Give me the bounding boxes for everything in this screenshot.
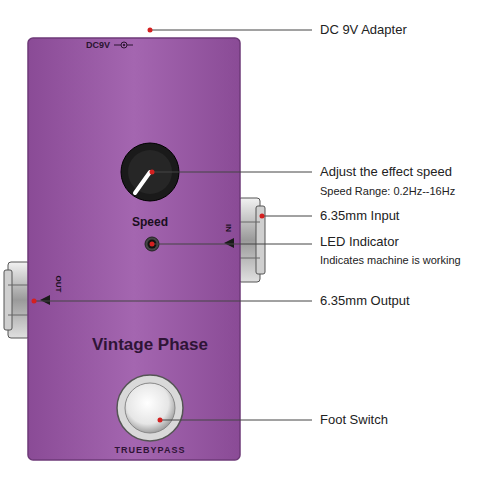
callout-label: DC 9V Adapter [320,23,407,38]
product-name: Vintage Phase [92,335,208,355]
output-arrow [40,295,50,305]
input-arrow [224,238,234,248]
input-jack [238,198,265,282]
callout-label: 6.35mm Output [320,294,410,309]
bypass-label: TRUEBYPASS [115,445,186,455]
jack-label: IN [223,224,232,232]
pedal-body [28,38,240,460]
knob-label: Speed [132,216,168,230]
foot-switch [117,375,183,441]
callout-label: Foot Switch [320,413,388,428]
jack-label: OUT [53,276,62,293]
power-label: DC9V [86,40,110,50]
pedal-face: DC9V SpeedIN OUT Vintage PhaseTRUEBYPASS [28,38,240,460]
callout-label: LED Indicator [320,235,399,250]
callout-note: Speed Range: 0.2Hz--16Hz [320,185,455,198]
leader-lines [34,30,312,420]
callout-dots [32,28,265,423]
dc-polarity-symbol [114,42,133,48]
callout-label: Adjust the effect speed [320,165,452,180]
callout-note: Indicates machine is working [320,254,461,267]
callout-label: 6.35mm Input [320,209,400,224]
output-jack [4,262,30,338]
